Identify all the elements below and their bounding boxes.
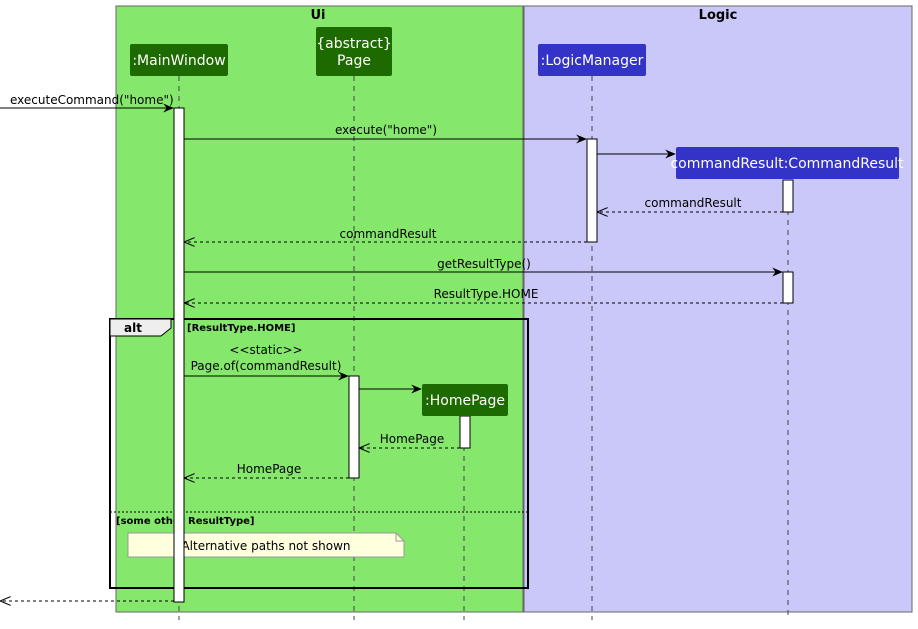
msg-get-result-type-label: getResultType() xyxy=(437,257,531,271)
note xyxy=(127,532,405,558)
logic-manager-activation xyxy=(586,138,598,243)
home-page-activation xyxy=(459,415,471,449)
command-result-activation-1 xyxy=(782,179,794,213)
msg-result-type-home-label: ResultType.HOME xyxy=(434,287,539,301)
msg-return-command-result-1-label: commandResult xyxy=(645,196,742,210)
alt-keyword: alt xyxy=(124,321,142,335)
command-result-box xyxy=(676,147,899,179)
main-window-activation xyxy=(173,107,185,603)
main-window-label: :MainWindow xyxy=(132,53,225,69)
logic-lane xyxy=(523,5,913,613)
msg-return-home-page-1-label: HomePage xyxy=(380,432,445,446)
msg-execute-label: execute("home") xyxy=(335,123,437,137)
page-activation xyxy=(348,375,360,479)
alt-guard-other: [some other ResultType] xyxy=(116,516,254,527)
page-box xyxy=(316,27,392,76)
main-window-box xyxy=(130,44,228,76)
msg-execute-command-label: executeCommand("home") xyxy=(10,93,174,107)
msg-page-of-stereotype: <<static>> xyxy=(229,343,302,357)
logic-manager-label: :LogicManager xyxy=(541,53,644,69)
home-page-label: :HomePage xyxy=(425,393,505,409)
msg-return-command-result-2-label: commandResult xyxy=(340,227,437,241)
alt-fragment-tab xyxy=(109,318,172,337)
note-fold xyxy=(395,533,404,542)
page-label-stereotype: {abstract} xyxy=(316,36,392,52)
ui-lane-title: Ui xyxy=(310,8,325,23)
alt-fragment xyxy=(109,318,529,589)
command-result-activation-2 xyxy=(782,271,794,304)
logic-lane-title: Logic xyxy=(699,8,738,23)
note-text: Alternative paths not shown xyxy=(181,539,350,553)
msg-page-of-label: Page.of(commandResult) xyxy=(191,359,342,373)
logic-manager-box xyxy=(538,44,646,76)
alt-guard-home: [ResultType.HOME] xyxy=(187,323,295,334)
command-result-label: commandResult:CommandResult xyxy=(670,156,904,172)
home-page-box xyxy=(422,384,508,416)
msg-return-home-page-2-label: HomePage xyxy=(237,462,302,476)
page-label-name: Page xyxy=(337,53,371,69)
